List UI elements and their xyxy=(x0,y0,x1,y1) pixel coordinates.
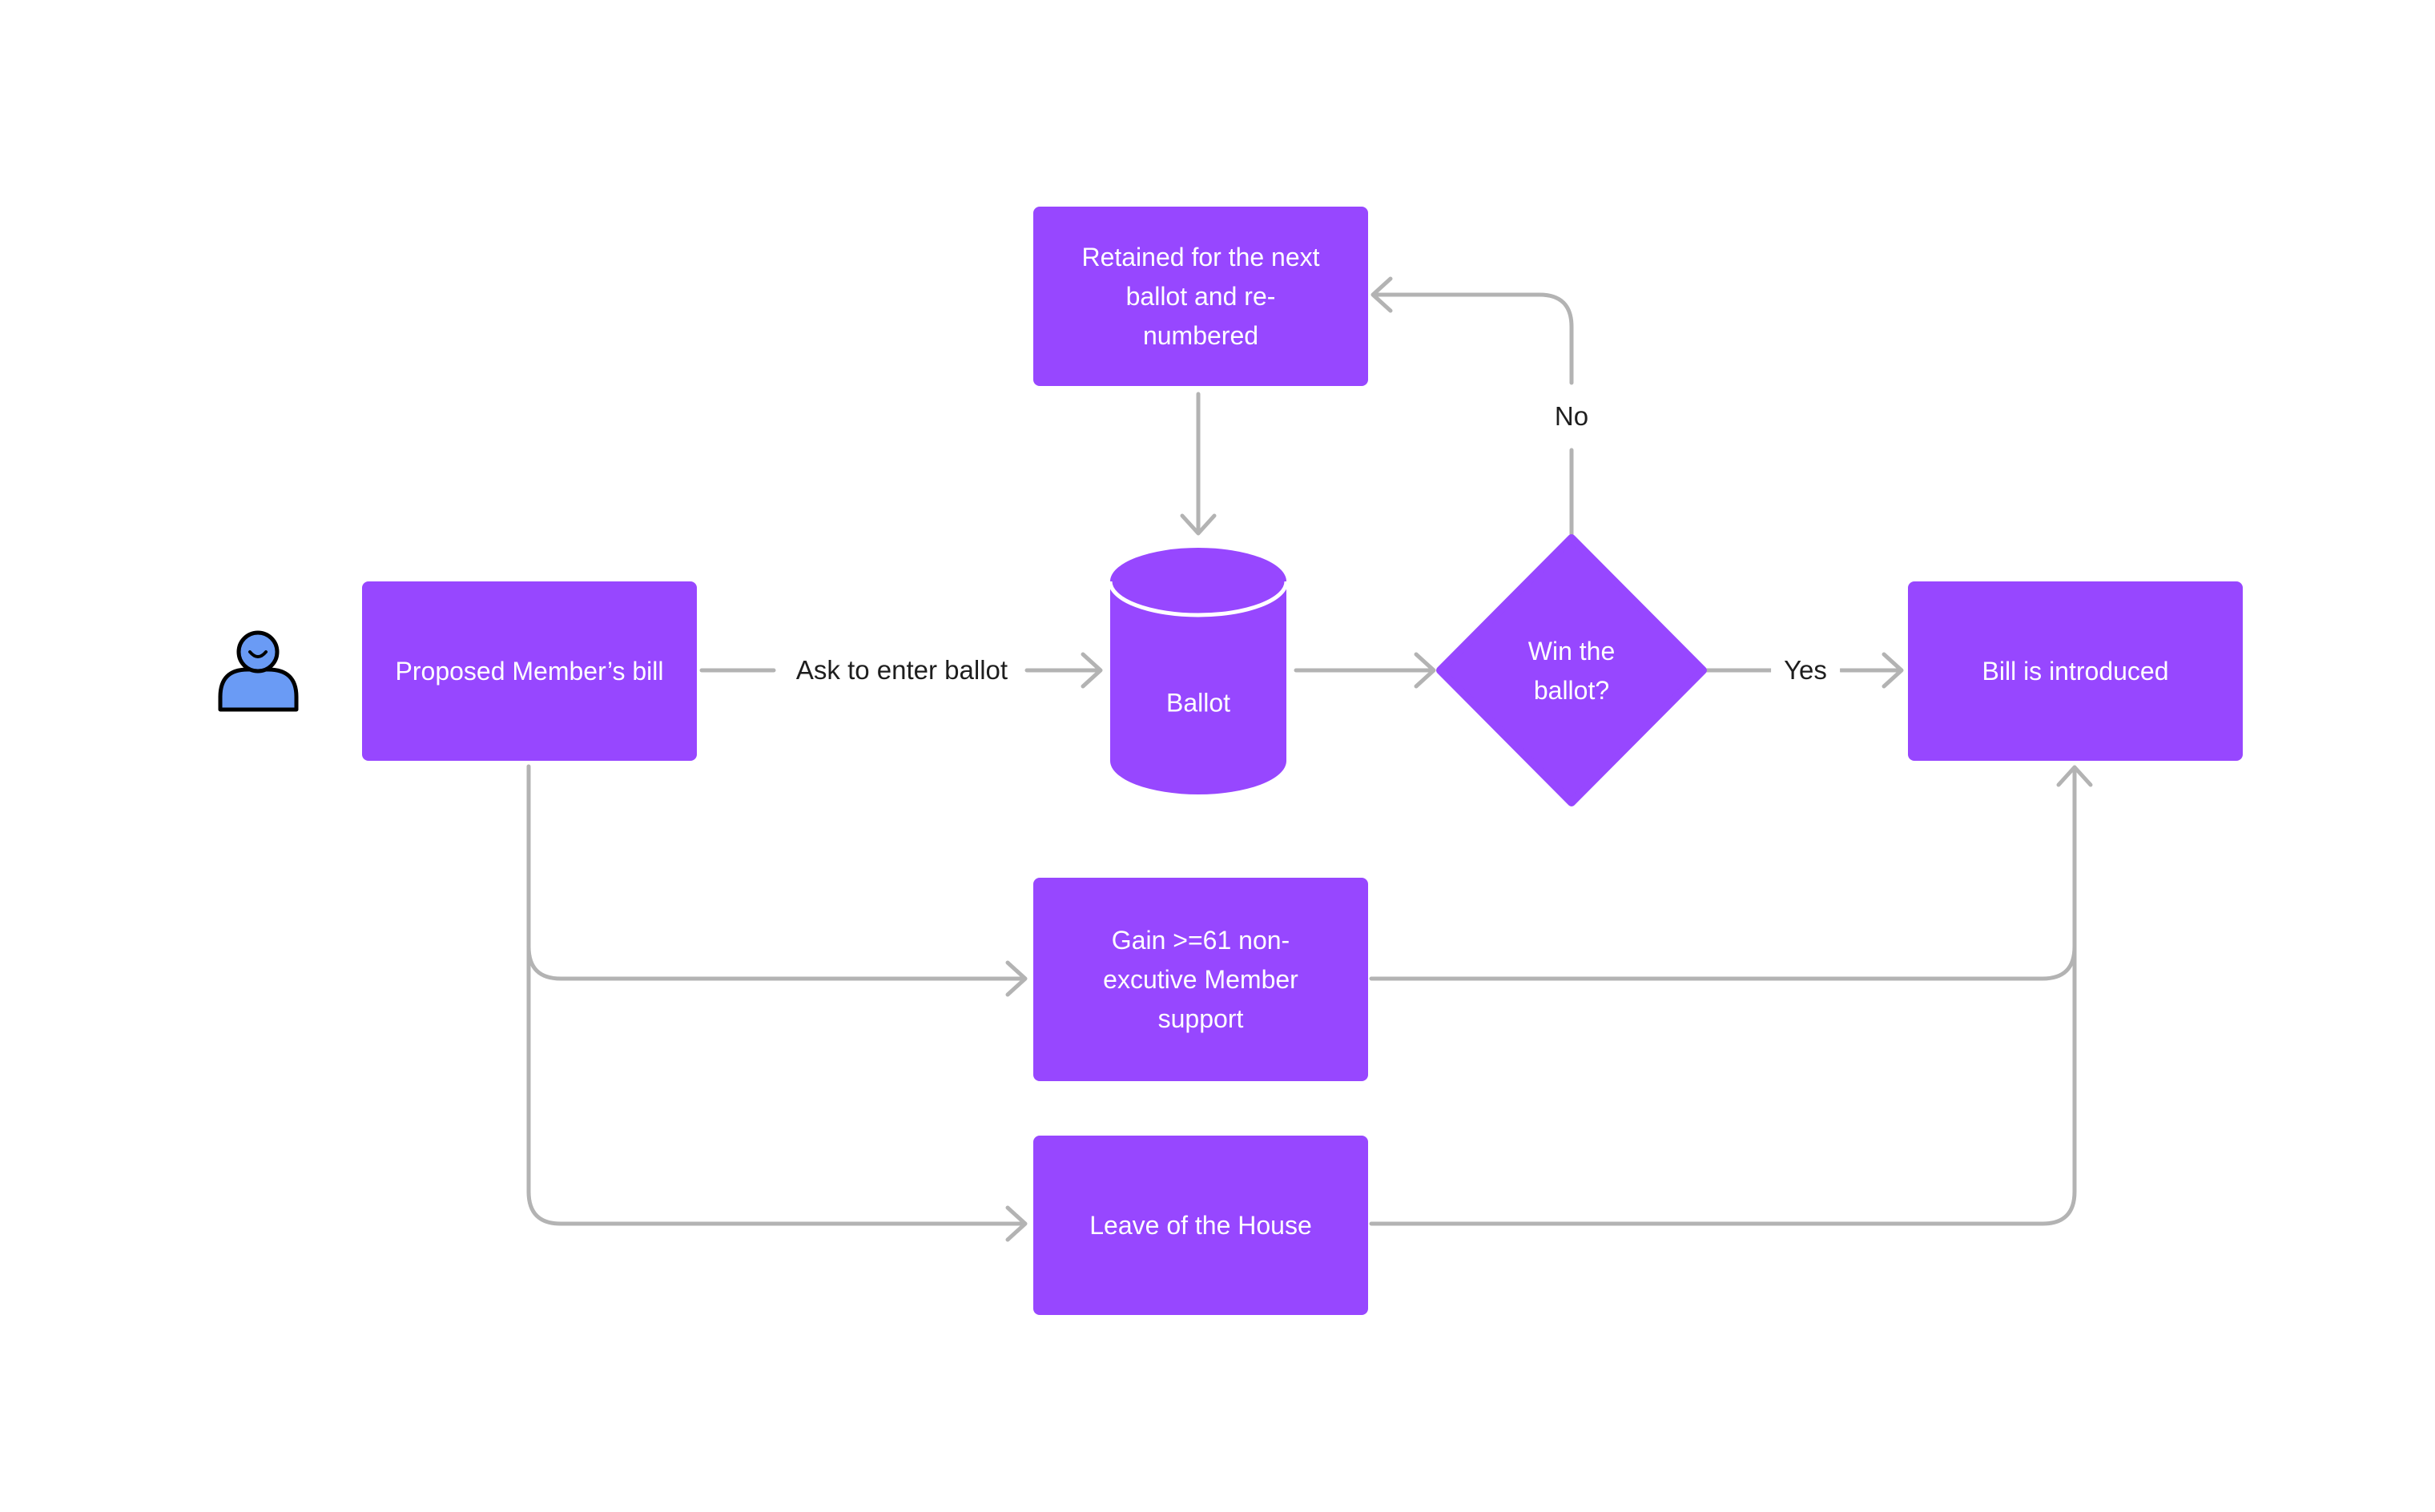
arrowhead-leave xyxy=(1005,1205,1028,1242)
connector-leave-to-introduced xyxy=(1369,944,2077,1226)
connector-gain-support-to-introduced xyxy=(1369,766,2077,981)
decision-label: Win the ballot? xyxy=(1527,637,1616,705)
connector-proposed-to-leave xyxy=(526,944,1026,1226)
ballot-label: Ballot xyxy=(1165,688,1231,718)
arrowhead-ballot-top xyxy=(1180,513,1217,536)
node-proposed-label: Proposed Member’s bill xyxy=(395,656,664,686)
edge-label-yes: Yes xyxy=(1771,651,1840,690)
arrowhead-gain-support xyxy=(1005,960,1028,997)
node-introduced-label: Bill is introduced xyxy=(1982,656,2169,686)
node-retained-label: Retained for the next ballot and re-numb… xyxy=(1081,242,1320,350)
decision-diamond[interactable] xyxy=(1436,534,1707,806)
ballot-cylinder[interactable] xyxy=(1108,548,1289,794)
arrowhead-ballot xyxy=(1081,652,1103,689)
node-retained-for-next-ballot[interactable]: Retained for the next ballot and re-numb… xyxy=(1033,207,1368,386)
arrowhead-introduced xyxy=(1882,652,1904,689)
node-gain-support-label: Gain >=61 non-excutive Member support xyxy=(1103,925,1298,1033)
node-proposed-members-bill[interactable]: Proposed Member’s bill xyxy=(362,581,697,761)
arrowhead-decision xyxy=(1414,652,1436,689)
edge-label-no: No xyxy=(1541,397,1602,436)
arrowhead-introduced-bottom xyxy=(2056,765,2093,787)
node-bill-is-introduced[interactable]: Bill is introduced xyxy=(1908,581,2243,761)
person-icon xyxy=(218,630,299,712)
connector-no-label-to-retained xyxy=(1372,292,1574,385)
node-leave-label: Leave of the House xyxy=(1089,1210,1312,1240)
connector-proposed-to-gain-support xyxy=(526,764,1026,981)
arrowhead-retained xyxy=(1370,276,1393,313)
node-leave-of-the-house[interactable]: Leave of the House xyxy=(1033,1136,1368,1315)
edge-label-ask-to-enter-ballot: Ask to enter ballot xyxy=(783,651,1021,690)
node-gain-support[interactable]: Gain >=61 non-excutive Member support xyxy=(1033,878,1368,1081)
